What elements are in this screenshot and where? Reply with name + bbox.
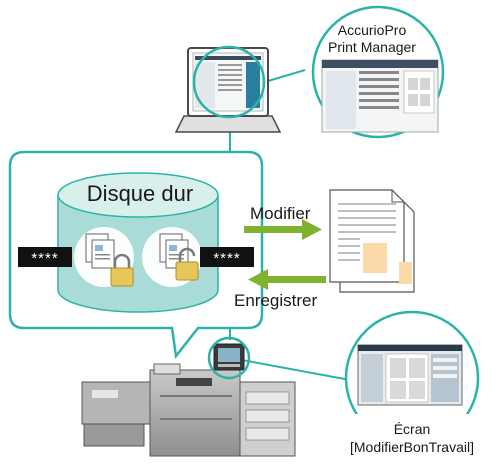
control-panel-focus-ring bbox=[207, 336, 251, 380]
document-icon bbox=[85, 233, 115, 269]
save-label: Enregistrer bbox=[234, 291, 317, 310]
screen-name-line1: Écran bbox=[394, 421, 431, 437]
save-arrow bbox=[248, 269, 326, 290]
printer-icon bbox=[81, 363, 296, 457]
output-pages bbox=[329, 189, 415, 293]
software-name-line1: AccurioPro bbox=[338, 22, 407, 38]
screen-callout: Écran [ModifierBonTravail] bbox=[332, 310, 492, 460]
password-box-right: **** bbox=[200, 247, 254, 267]
laptop-icon bbox=[174, 47, 282, 133]
password-mask-left: **** bbox=[31, 250, 58, 267]
padlock-icon bbox=[110, 253, 134, 287]
screen-name-line2: [ModifierBonTravail] bbox=[350, 439, 474, 455]
software-name-line2: Print Manager bbox=[328, 39, 416, 55]
software-window-thumbnail bbox=[321, 59, 439, 133]
software-callout: AccurioPro Print Manager bbox=[311, 5, 445, 139]
password-box-left: **** bbox=[18, 247, 72, 267]
storage-title: Disque dur bbox=[87, 181, 193, 206]
document-icon bbox=[159, 233, 189, 269]
password-mask-right: **** bbox=[213, 250, 240, 267]
laptop-focus-ring bbox=[192, 45, 266, 119]
control-panel-icon bbox=[213, 343, 245, 371]
job-screen-thumbnail bbox=[357, 344, 463, 406]
laptop-screen-content bbox=[195, 56, 261, 108]
padlock-icon bbox=[175, 247, 199, 281]
modify-arrow bbox=[244, 219, 322, 240]
modify-label: Modifier bbox=[250, 204, 311, 223]
